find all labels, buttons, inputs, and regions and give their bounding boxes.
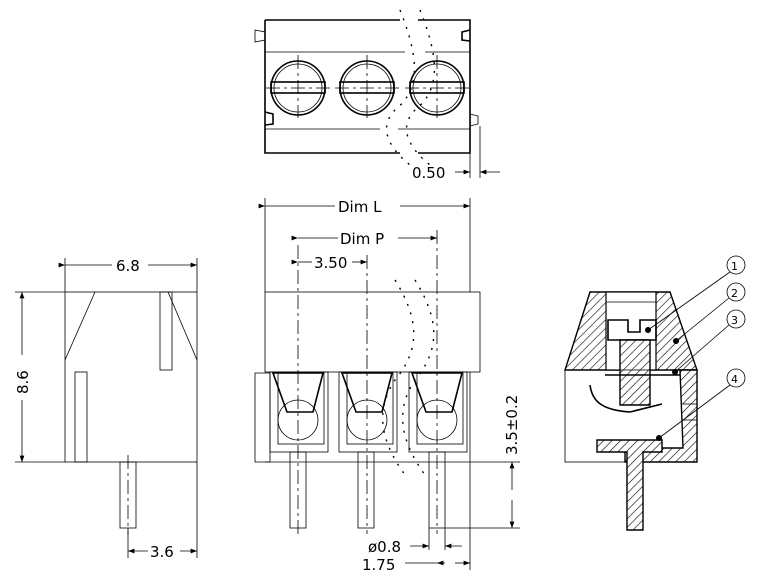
pin-diameter-label: ø0.8 bbox=[368, 538, 401, 556]
pin-offset-label: 3.6 bbox=[150, 543, 174, 561]
front-view: Dim L Dim P 3.50 3.5±0.2 ø0.8 bbox=[254, 198, 521, 574]
callout-1: 1 bbox=[731, 260, 738, 273]
section-view: 1 2 3 4 bbox=[564, 255, 746, 531]
callout-2: 2 bbox=[731, 287, 738, 300]
terminal-contacts bbox=[269, 371, 468, 453]
height-label: 8.6 bbox=[14, 370, 32, 394]
callouts: 1 2 3 4 bbox=[645, 255, 746, 441]
dim-offset-label: 0.50 bbox=[412, 164, 445, 182]
width-label: 6.8 bbox=[116, 257, 140, 275]
screw-3 bbox=[405, 55, 469, 118]
callout-3: 3 bbox=[731, 314, 738, 327]
screw-1 bbox=[266, 55, 330, 118]
pins bbox=[289, 451, 446, 529]
dim-length-label: Dim L bbox=[338, 198, 382, 216]
pin-length-label: 3.5±0.2 bbox=[503, 395, 521, 455]
pitch-label: 3.50 bbox=[314, 254, 347, 272]
top-view: 0.50 bbox=[254, 9, 500, 182]
dim-pitch-label: Dim P bbox=[340, 230, 384, 248]
callout-4: 4 bbox=[731, 373, 738, 386]
screw-2 bbox=[335, 55, 399, 118]
side-view: 6.8 8.6 3.6 bbox=[14, 257, 198, 561]
edge-offset-label: 1.75 bbox=[362, 556, 395, 574]
